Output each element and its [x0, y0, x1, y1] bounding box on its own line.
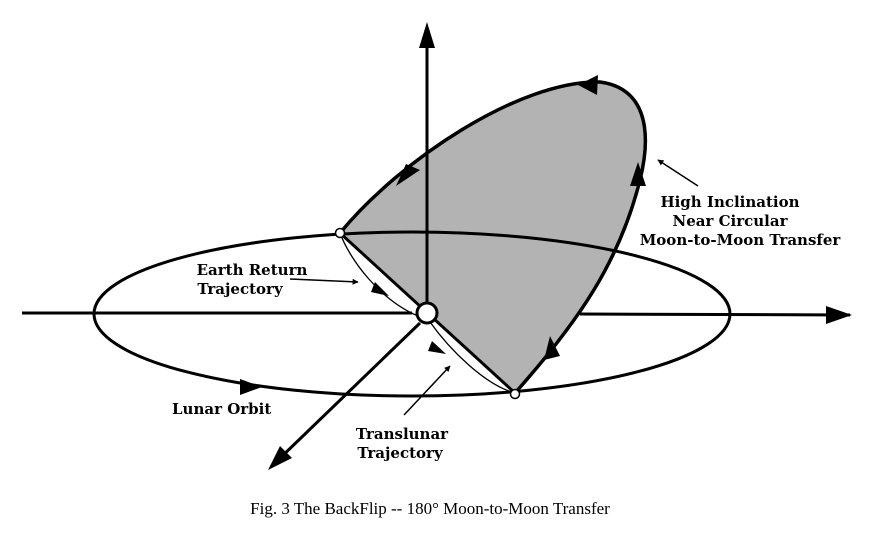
- x-axis-right: [579, 312, 851, 317]
- label-lunar-orbit: Lunar Orbit: [172, 400, 271, 418]
- leader-translunar: [403, 365, 451, 416]
- y-axis: [274, 321, 422, 464]
- node-point-lower: [509, 388, 521, 400]
- transfer-shaded-region: [340, 81, 646, 393]
- translunar-arrow: [428, 341, 446, 354]
- translunar-trajectory: [429, 321, 516, 394]
- transfer-arc: [338, 80, 648, 395]
- orbit-arrow-bottom: [240, 379, 262, 395]
- label-high-inclination-3: Moon-to-Moon Transfer: [640, 231, 842, 249]
- y-axis-arrowhead: [268, 446, 292, 470]
- moon-circle: [415, 301, 439, 325]
- x-axis-arrowhead: [826, 306, 852, 324]
- leader-high-inclination: [657, 159, 699, 187]
- earth-return-trajectory: [339, 232, 419, 317]
- leader-earth-return: [289, 278, 359, 285]
- transfer-arrow-top: [578, 75, 598, 95]
- label-translunar-2: Trajectory: [357, 444, 444, 462]
- transfer-arrow-right: [630, 162, 646, 186]
- label-translunar-1: Translunar: [356, 425, 449, 443]
- label-earth-return-1: Earth Return: [197, 261, 308, 279]
- label-earth-return-2: Trajectory: [197, 280, 284, 298]
- label-high-inclination-1: High Inclination: [660, 193, 799, 211]
- figure-caption: Fig. 3 The BackFlip -- 180° Moon-to-Moon…: [250, 499, 610, 518]
- label-high-inclination-2: Near Circular: [673, 212, 789, 230]
- earth-return-arrow: [371, 282, 389, 296]
- z-axis-arrowhead: [419, 22, 435, 48]
- node-point-upper: [334, 227, 346, 239]
- transfer-arrow-left: [396, 164, 420, 186]
- transfer-arrow-lower: [544, 336, 560, 360]
